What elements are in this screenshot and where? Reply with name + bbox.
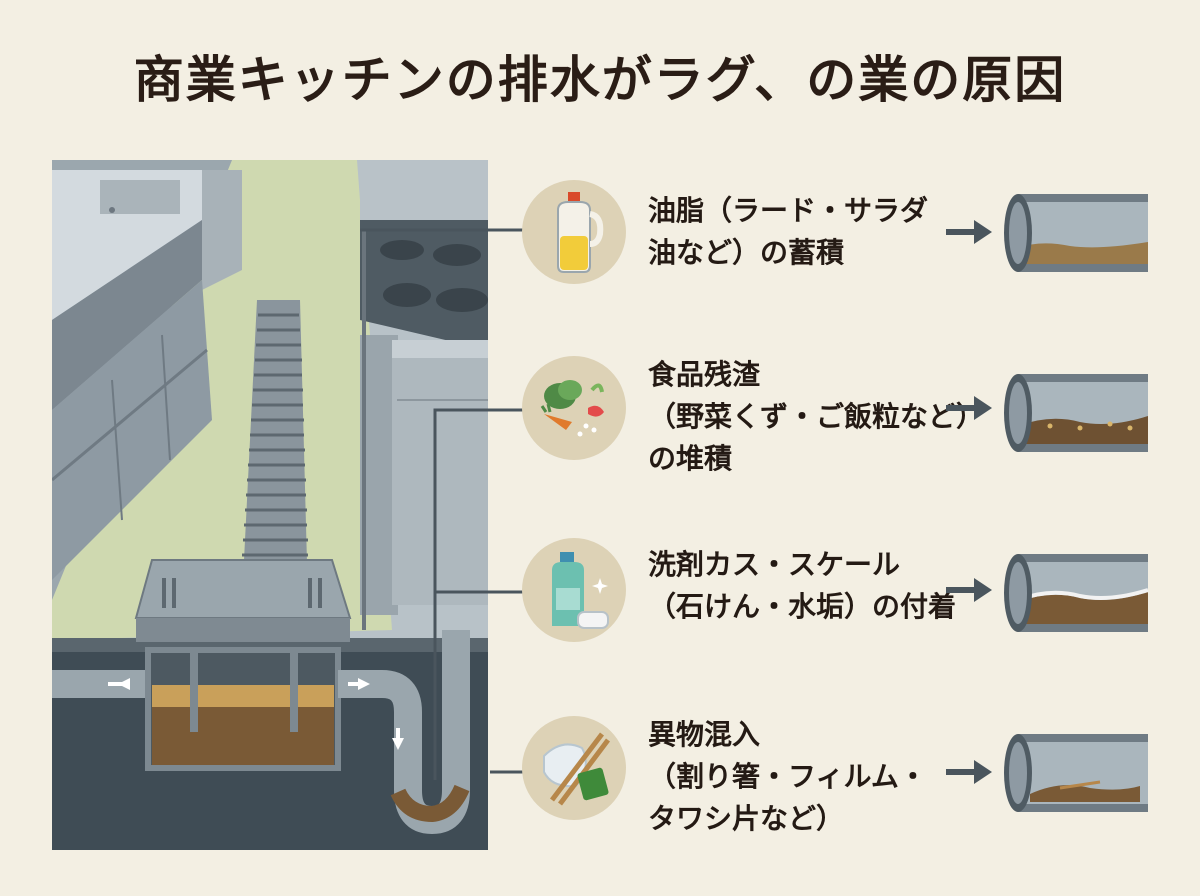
pipe-foreign-objects [1004, 734, 1148, 812]
cause-text: 油脂（ラード・サラダ [648, 194, 929, 227]
cause-label-grease: 油脂（ラード・サラダ 油など）の蓄積 [648, 190, 928, 274]
cause-text: （石けん・水垢）の付着 [648, 590, 957, 623]
cause-text: 洗剤カス・スケール [648, 548, 901, 581]
pipe-detergent-scale [1004, 554, 1148, 632]
cause-text: （野菜くず・ご飯粒など） [648, 400, 985, 433]
cause-text: タワシ片など） [648, 802, 845, 835]
cause-label-foreign: 異物混入 （割り箸・フィルム・ タワシ片など） [648, 714, 927, 840]
arrow-right-icon [946, 220, 992, 244]
chopsticks-film-icon [522, 716, 626, 820]
arrow-right-icon [946, 396, 992, 420]
grease-trap [134, 559, 352, 771]
cause-text: 食品残渣 [648, 358, 761, 391]
pipe-grease-buildup [1004, 194, 1148, 272]
cause-text: 油など）の蓄積 [648, 236, 845, 269]
page-title: 商業キッチンの排水がラグ、の業の原因 [133, 51, 1067, 109]
arrow-right-icon [946, 760, 992, 784]
cause-label-food-waste: 食品残渣 （野菜くず・ご飯粒など） の堆積 [648, 354, 984, 480]
cause-text: 異物混入 [648, 718, 761, 751]
cause-label-detergent: 洗剤カス・スケール （石けん・水垢）の付着 [648, 544, 956, 628]
kitchen-floor [52, 160, 392, 640]
vegetable-scraps-icon [522, 356, 626, 460]
pipe-food-waste-buildup [1004, 374, 1148, 452]
oil-bottle-icon [522, 180, 626, 284]
drain-grate [242, 313, 308, 557]
connector-lines [360, 228, 530, 780]
arrow-right-icon [946, 578, 992, 602]
cause-text: （割り箸・フィルム・ [648, 760, 927, 793]
kitchen-drain-illustration [52, 160, 488, 850]
detergent-bottle-icon [522, 538, 626, 642]
cause-text: の堆積 [648, 442, 733, 475]
